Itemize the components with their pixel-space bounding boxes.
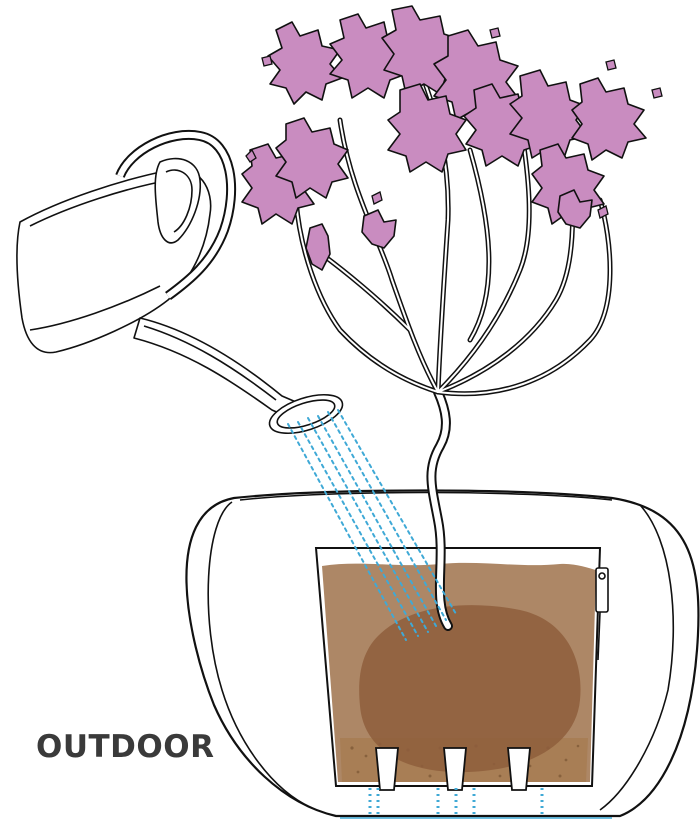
root-ball xyxy=(359,605,580,772)
caption-outdoor: OUTDOOR xyxy=(36,732,214,763)
inner-pot xyxy=(316,548,608,790)
